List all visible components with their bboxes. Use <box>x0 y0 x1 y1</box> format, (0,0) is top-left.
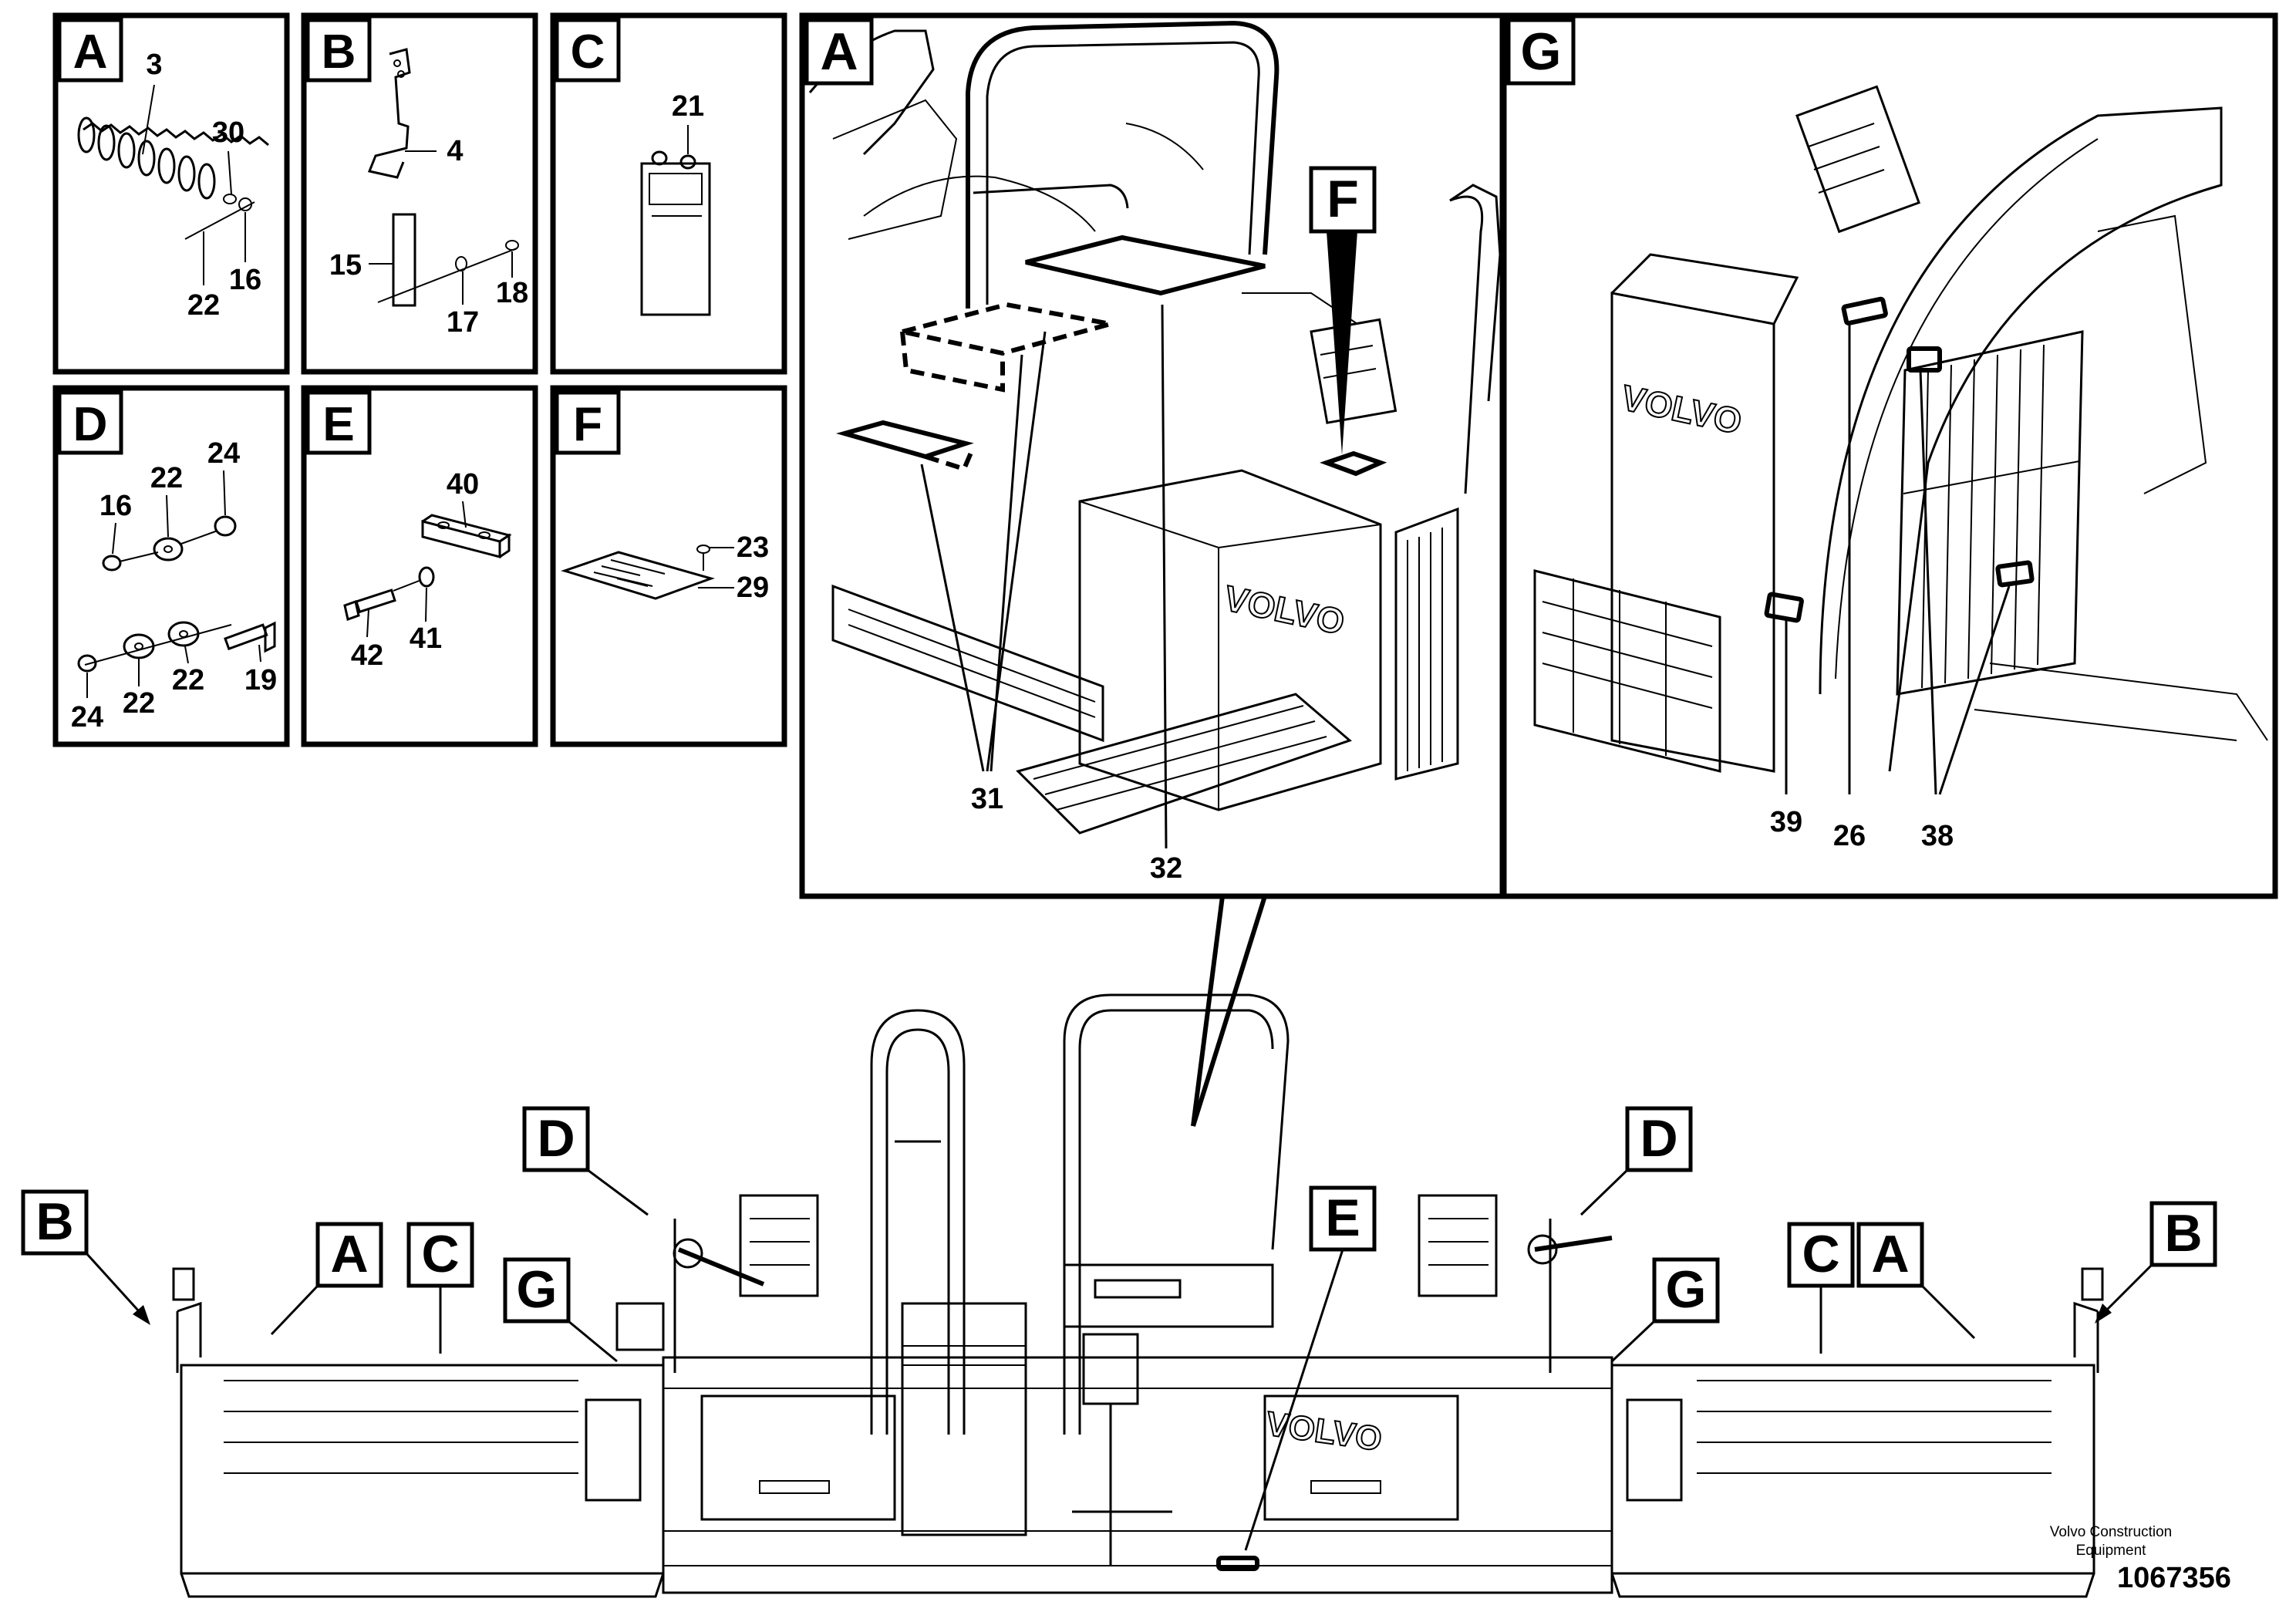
publisher-credit: Volvo Construction Equipment <box>1988 1523 2234 1560</box>
detail-view-b: B 4 15 17 18 <box>301 12 538 375</box>
detail-view-f: F 23 29 <box>550 385 787 747</box>
large-view-g-letter: G <box>1521 22 1562 81</box>
callout-39: 39 <box>1770 806 1802 838</box>
detail-view-d-letter: D <box>73 398 108 451</box>
overview-tag-c-right: C <box>1802 1225 1839 1283</box>
detail-view-a-letter: A <box>73 25 108 79</box>
overview-tag-e: E <box>1325 1189 1360 1247</box>
callout-16: 16 <box>229 264 261 296</box>
callout-29: 29 <box>737 572 769 604</box>
detail-view-d: D 24 22 16 19 22 22 24 <box>52 385 290 747</box>
detail-view-c-letter: C <box>571 25 605 79</box>
callout-3: 3 <box>146 49 162 81</box>
illustration-number: 1067356 <box>2117 1562 2231 1594</box>
credit-line-2: Equipment <box>2075 1543 2146 1559</box>
overview-tag-d-left: D <box>537 1109 575 1168</box>
bracket-part <box>367 48 519 307</box>
callout-41: 41 <box>410 622 442 655</box>
callout-16: 16 <box>99 490 132 522</box>
callout-22: 22 <box>172 664 204 696</box>
overview-tag-g-left: G <box>517 1260 558 1319</box>
callout-17: 17 <box>447 306 479 339</box>
detail-view-e: E 40 42 41 <box>301 385 538 747</box>
spring-part <box>77 116 269 240</box>
rear-grille <box>1903 344 2080 689</box>
callout-42: 42 <box>351 639 383 672</box>
detail-view-a: A 3 30 16 22 <box>52 12 290 375</box>
detail-view-c: C 21 <box>550 12 787 375</box>
callout-19: 19 <box>244 664 277 696</box>
inset-f-pointer <box>1327 231 1357 455</box>
large-view-a-letter: A <box>820 22 858 81</box>
callout-24: 24 <box>71 701 103 733</box>
callout-32: 32 <box>1150 852 1182 885</box>
callout-30: 30 <box>212 116 244 149</box>
plate-part <box>343 514 512 621</box>
overview-tag-g-right: G <box>1666 1260 1707 1319</box>
callout-22: 22 <box>150 462 183 494</box>
callout-40: 40 <box>447 468 479 501</box>
callout-21: 21 <box>672 90 704 123</box>
callout-18: 18 <box>496 277 528 309</box>
overview-view-tags: B A C G D E D G C <box>21 1106 2217 1551</box>
detail-view-f-letter: F <box>573 398 602 451</box>
callout-38: 38 <box>1921 820 1954 852</box>
detail-view-b-letter: B <box>322 25 356 79</box>
callout-31: 31 <box>971 783 1003 815</box>
overview-tag-b-left: B <box>35 1192 73 1251</box>
inset-tag-f: F <box>1327 170 1359 228</box>
step-grating <box>848 609 1327 811</box>
callout-23: 23 <box>737 531 769 564</box>
callout-26: 26 <box>1833 820 1866 852</box>
callout-22: 22 <box>187 289 220 322</box>
callout-15: 15 <box>329 249 362 282</box>
overview-tag-d-right: D <box>1640 1109 1677 1168</box>
callout-24: 24 <box>207 437 240 470</box>
callout-22: 22 <box>123 687 155 720</box>
large-view-g: VOLVO <box>1501 12 2278 899</box>
overview-tag-a-right: A <box>1871 1225 1909 1283</box>
decal-tag-part <box>640 150 711 316</box>
callout-4: 4 <box>447 135 463 167</box>
bolt-washer-set <box>77 515 276 673</box>
screed-overview: VOLVO <box>21 993 2217 1598</box>
detail-view-e-letter: E <box>322 398 354 451</box>
large-view-a: VOLVO <box>799 12 1505 899</box>
overview-tag-b-right: B <box>2164 1204 2202 1263</box>
overview-tag-c-left: C <box>421 1225 459 1283</box>
data-plate-part <box>561 545 715 600</box>
overview-tag-a-left: A <box>330 1225 368 1283</box>
credit-line-1: Volvo Construction <box>2049 1524 2173 1540</box>
brand-logo-volvo: VOLVO <box>1264 1404 1384 1458</box>
